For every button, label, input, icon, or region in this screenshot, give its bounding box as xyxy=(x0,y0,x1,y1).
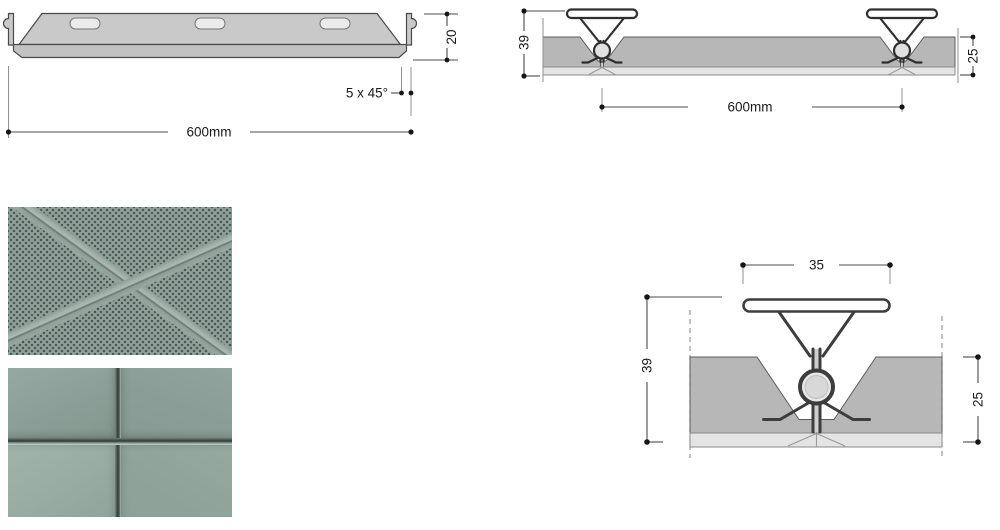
dim-endpoint-dot xyxy=(644,439,650,445)
dimension-chamfer: 5 x 45° xyxy=(346,67,414,116)
panel-face-strip xyxy=(12,43,408,59)
tile-quadrant xyxy=(8,445,115,517)
dim-endpoint-dot xyxy=(899,104,905,110)
figure-clip-joint-detail: 35 39 25 xyxy=(640,258,986,458)
dim-endpoint-dot xyxy=(975,439,981,445)
dimension-panel-height: 20 xyxy=(413,11,459,63)
tile-section-middle xyxy=(603,36,901,68)
panel-width-label: 600mm xyxy=(186,125,231,140)
clip-width-label: 35 xyxy=(809,258,824,273)
total-height-label: 39 xyxy=(517,35,532,50)
dim-endpoint-dot xyxy=(644,294,650,300)
clip-top-bar xyxy=(565,8,639,20)
detail-tile-left xyxy=(689,356,815,434)
dim-endpoint-dot xyxy=(444,11,450,17)
dim-endpoint-dot xyxy=(887,262,893,268)
fixing-slot xyxy=(194,17,226,30)
dim-endpoint-dot xyxy=(444,57,450,63)
dim-endpoint-dot xyxy=(970,34,976,40)
dimension-clip-span: 600mm xyxy=(599,88,905,115)
photo-plain-tiles xyxy=(8,368,232,517)
tile-quadrant xyxy=(8,368,115,438)
detail-total-height-label: 39 xyxy=(640,358,655,373)
dimension-detail-panel-thickness: 25 xyxy=(963,354,986,445)
panel-left-flange xyxy=(2,12,15,46)
clip-span-label: 600mm xyxy=(727,100,772,115)
fixing-slot xyxy=(319,17,351,30)
clip-legs xyxy=(578,16,626,45)
dimension-panel-width: 600mm xyxy=(5,66,414,140)
tile-section-left xyxy=(542,36,601,68)
panel-thickness-label: 25 xyxy=(966,48,981,63)
dim-endpoint-dot xyxy=(599,104,605,110)
photo-perforated-tiles xyxy=(8,207,232,355)
clip-spring-arms xyxy=(762,400,871,421)
clip-top-bar xyxy=(742,298,891,313)
figure-panel-profile: 20 5 x 45° 600mm xyxy=(2,11,459,140)
panel-right-flange xyxy=(405,12,418,46)
figure-suspension-section: 39 25 600mm xyxy=(517,8,981,115)
dim-endpoint-dot xyxy=(521,73,527,79)
dimension-total-height: 39 xyxy=(517,8,565,79)
dim-endpoint-dot xyxy=(399,90,404,96)
dim-endpoint-dot xyxy=(521,8,527,14)
fixing-slot xyxy=(69,17,101,30)
dim-endpoint-dot xyxy=(408,129,414,135)
dim-endpoint-dot xyxy=(408,90,414,96)
tile-section-right xyxy=(903,36,956,68)
dim-endpoint-dot xyxy=(5,129,12,135)
dim-endpoint-dot xyxy=(970,72,976,78)
clip-legs xyxy=(777,310,856,358)
clip-barrel xyxy=(592,41,612,60)
clip-spring-arms xyxy=(581,56,623,64)
suspension-clip xyxy=(565,8,639,64)
dimension-panel-thickness: 25 xyxy=(960,34,981,78)
clip-barrel-core xyxy=(804,375,829,399)
dim-endpoint-dot xyxy=(975,354,981,360)
chamfer-label: 5 x 45° xyxy=(346,86,388,101)
dim-endpoint-dot xyxy=(740,262,746,268)
tile-quadrant xyxy=(121,445,232,517)
tile-quadrant xyxy=(121,368,232,438)
panel-height-label: 20 xyxy=(444,29,459,44)
dimension-clip-width: 35 xyxy=(740,258,893,284)
tile-backing-strip xyxy=(542,66,956,76)
detail-panel-thickness-label: 25 xyxy=(971,392,986,407)
detail-tile-right xyxy=(818,356,943,434)
tile-joint-horizontal xyxy=(8,438,232,445)
dimension-detail-total-height: 39 xyxy=(640,294,722,445)
